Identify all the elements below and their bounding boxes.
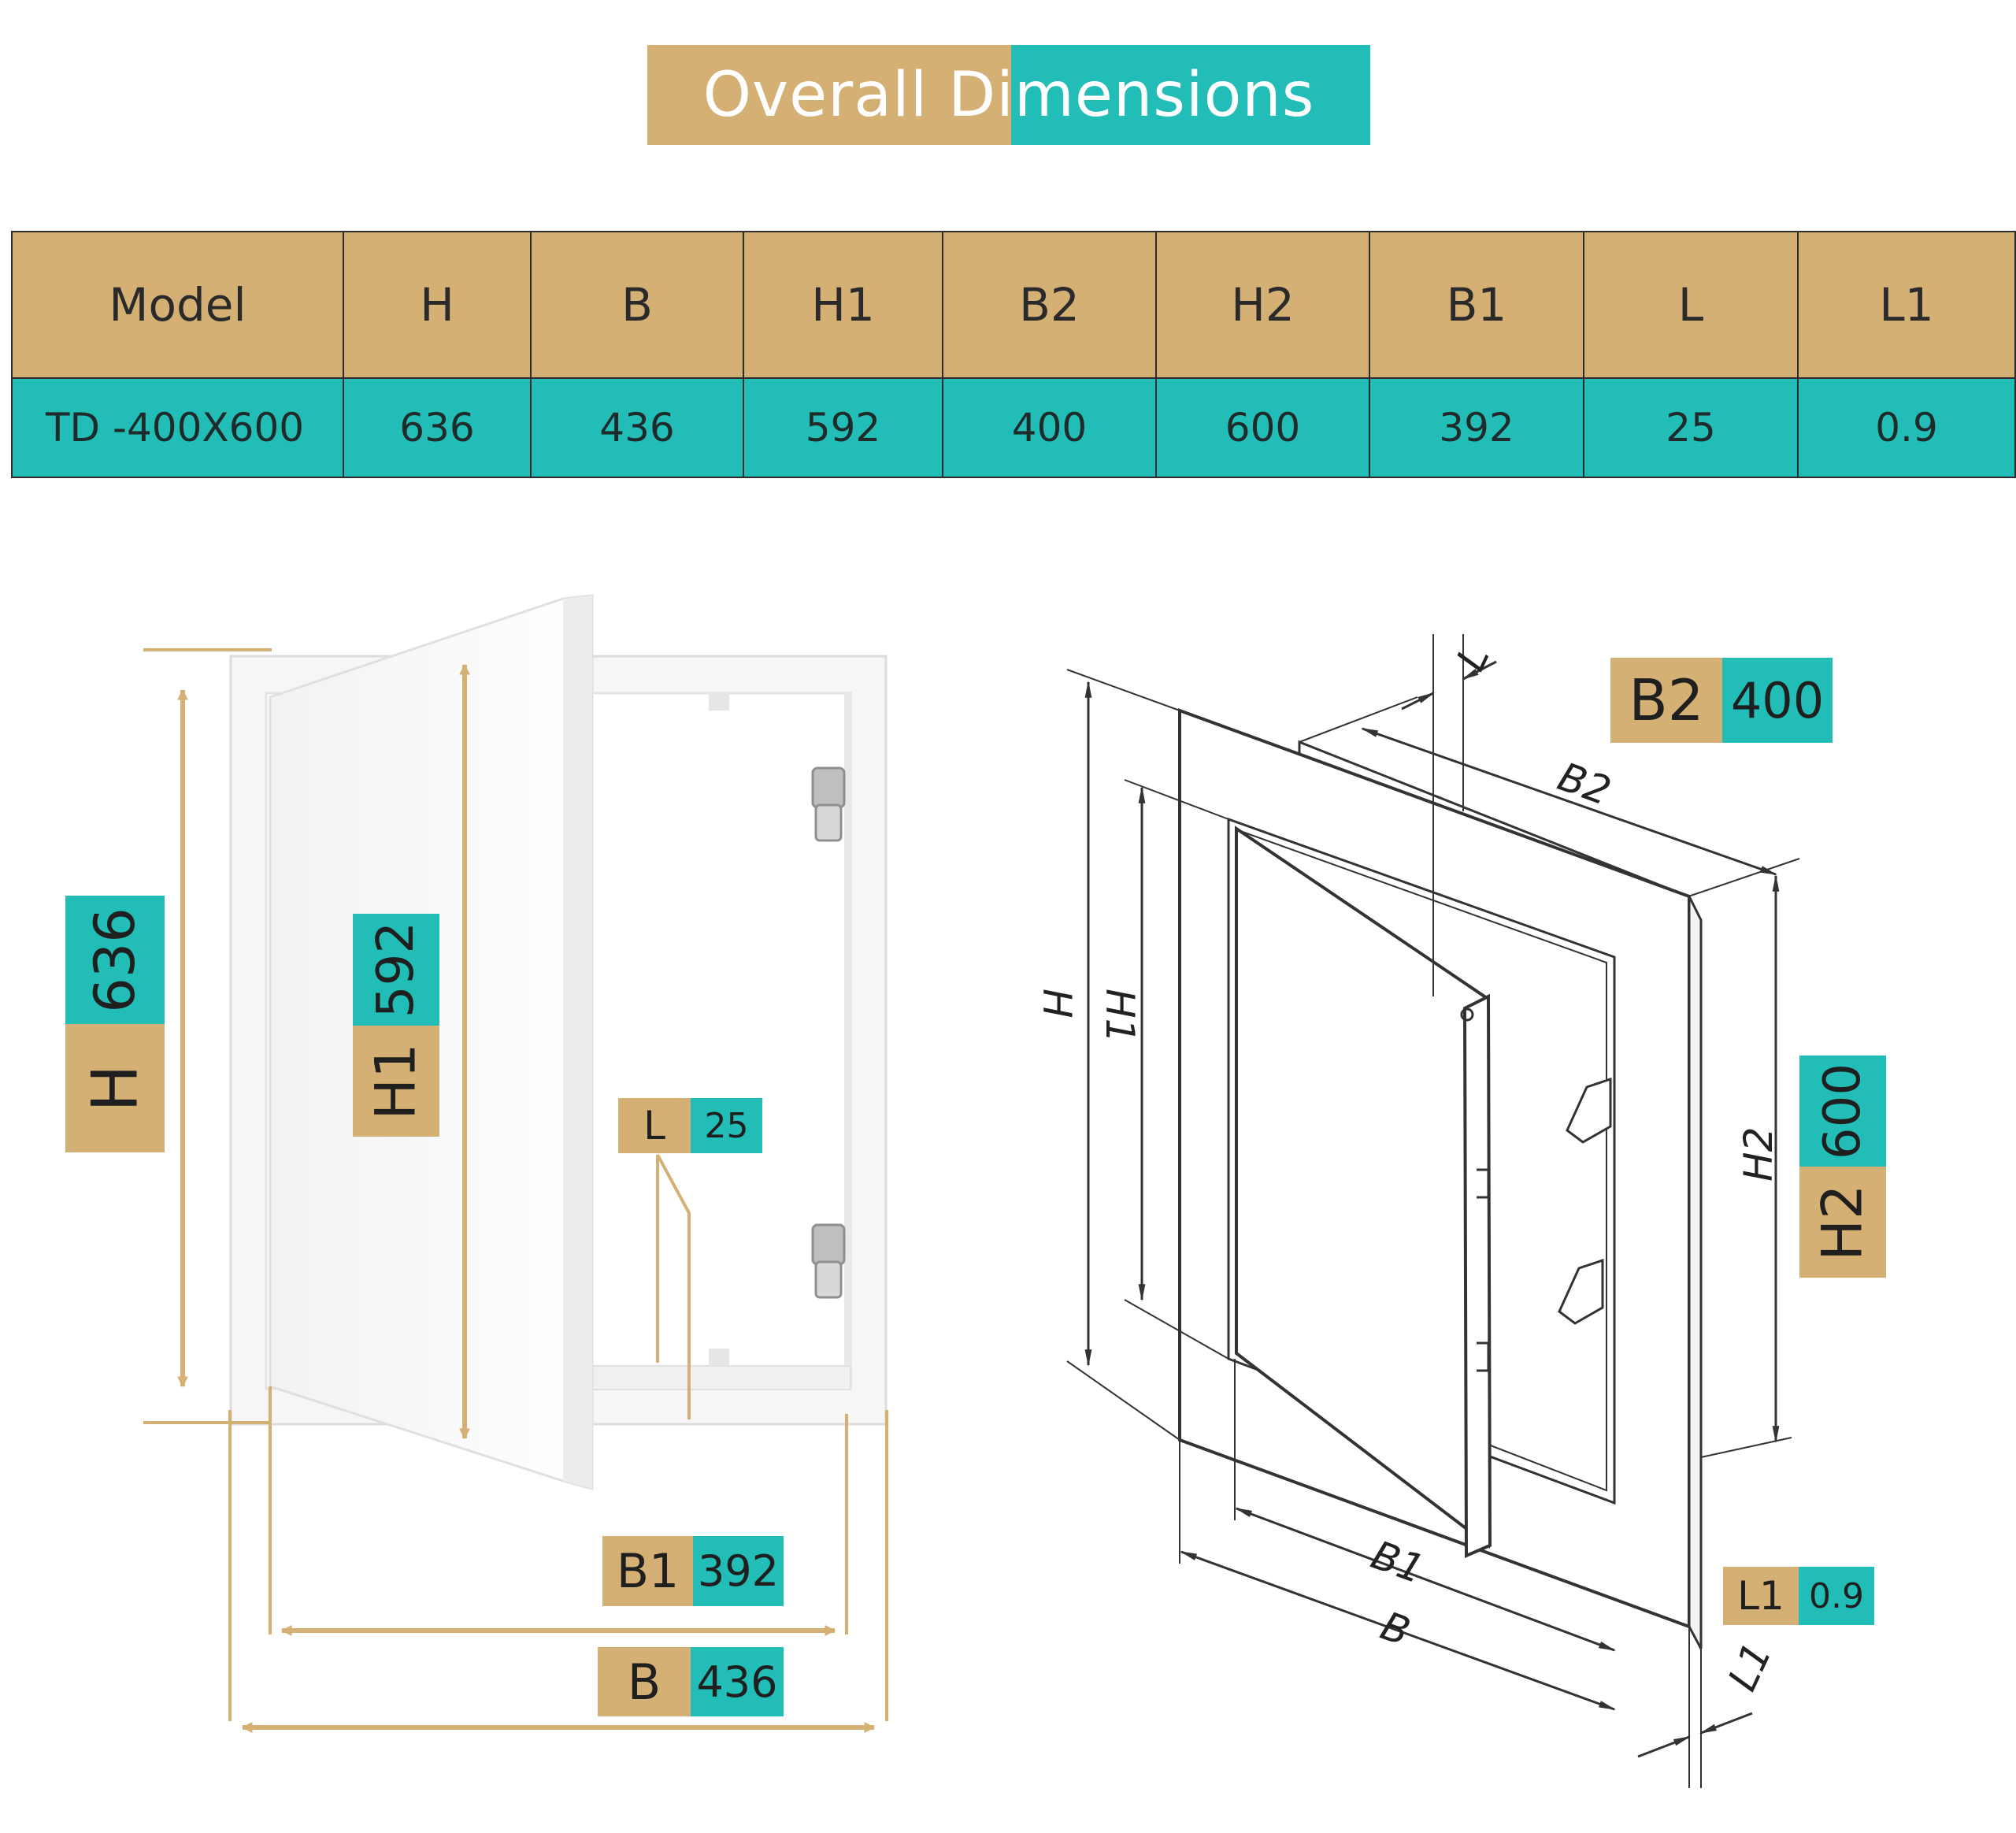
label-chip-l1: L1 0.9	[1723, 1567, 1874, 1625]
chip-value: 400	[1722, 658, 1833, 743]
line-label-h2: H2	[1736, 1127, 1781, 1182]
l-dimension-line	[1462, 660, 1497, 681]
label-chip-h1: 592 H1	[353, 914, 439, 1137]
b2-dimension-line	[1360, 727, 1778, 876]
chip-label: H1	[364, 1042, 428, 1120]
table-cell: 392	[1369, 377, 1584, 478]
label-chip-h2: 600 H2	[1799, 1056, 1886, 1278]
line-label-h1: H1	[1097, 989, 1143, 1043]
header-cell: B2	[942, 231, 1157, 379]
latch-icon	[811, 766, 846, 842]
door-notches	[1477, 1168, 1490, 1372]
header-cell: Model	[11, 231, 344, 379]
h2-extension-bottom	[1700, 1437, 1792, 1458]
door-edge	[1462, 993, 1492, 1559]
header-cell: H1	[743, 231, 943, 379]
label-chip-b1: B1 392	[602, 1536, 784, 1606]
chip-label: B	[598, 1647, 691, 1716]
chip-value: 0.9	[1799, 1567, 1874, 1625]
header-cell: H2	[1155, 231, 1370, 379]
header-cell: B	[530, 231, 744, 379]
hinge-tab-icon	[709, 693, 729, 1366]
line-label-b: B	[1375, 1603, 1416, 1655]
label-chip-b: B 436	[598, 1647, 784, 1716]
dimensions-table: Model H B H1 B2 H2 B1 L L1 TD -400X600 6…	[11, 231, 2016, 478]
table-cell: 600	[1155, 377, 1370, 478]
header-cell: L	[1583, 231, 1799, 379]
chip-label: B2	[1610, 658, 1722, 743]
latch-icon	[1558, 1077, 1612, 1325]
b2-extension-right	[1688, 858, 1800, 897]
line-label-b1: B1	[1366, 1532, 1430, 1593]
b-dimension-line	[1179, 1550, 1617, 1711]
chip-value: 600	[1814, 1063, 1872, 1160]
table-row: TD -400X600 636 436 592 400 600 392 25 0…	[11, 377, 2016, 478]
chip-label: B1	[602, 1536, 693, 1606]
right-technical-drawing	[1066, 634, 1800, 1788]
table-cell: 436	[530, 377, 744, 478]
chip-value: 592	[367, 921, 425, 1019]
table-cell: 592	[743, 377, 943, 478]
door-edge	[563, 596, 592, 1489]
line-label-l1: L1	[1719, 1635, 1781, 1698]
label-chip-b2: B2 400	[1610, 658, 1833, 743]
title-banner: Overall Dimensions	[647, 45, 1370, 145]
chip-value: 392	[693, 1536, 784, 1606]
b2-extension-left	[1299, 696, 1418, 743]
chip-value: 636	[83, 907, 148, 1013]
chip-label: L1	[1723, 1567, 1799, 1625]
chip-value: 25	[691, 1098, 762, 1153]
frame-lip	[844, 693, 852, 1389]
chip-label: H2	[1810, 1183, 1875, 1261]
door-pin	[1460, 1007, 1474, 1022]
label-chip-h: 636 H	[65, 896, 165, 1152]
l-dimension-line	[1401, 692, 1435, 711]
page-title: Overall Dimensions	[702, 59, 1315, 131]
table-cell: 636	[343, 377, 532, 478]
header-cell: L1	[1797, 231, 2016, 379]
l1-dimension-line	[1699, 1712, 1753, 1735]
frame-thickness	[1688, 896, 1703, 1649]
label-chip-l: L 25	[618, 1098, 762, 1153]
l-leader	[656, 1154, 691, 1419]
table-header-row: Model H B H1 B2 H2 B1 L L1	[11, 231, 2016, 379]
h-extension-top	[1066, 669, 1180, 711]
line-label-l: L	[1447, 638, 1498, 677]
h1-extension-bottom	[1124, 1299, 1229, 1360]
h-extension-bottom	[1066, 1360, 1180, 1441]
line-label-h: H	[1034, 989, 1080, 1019]
table-cell: TD -400X600	[11, 377, 344, 478]
frame-bottom-lip	[591, 1365, 851, 1390]
table-cell: 0.9	[1797, 377, 2016, 478]
table-cell: 25	[1583, 377, 1799, 478]
line-label-b2: B2	[1552, 754, 1617, 814]
header-cell: H	[343, 231, 532, 379]
chip-label: L	[618, 1098, 691, 1153]
header-cell: B1	[1369, 231, 1584, 379]
table-cell: 400	[942, 377, 1157, 478]
chip-value: 436	[691, 1647, 784, 1716]
l1-dimension-line	[1637, 1735, 1692, 1758]
chip-label: H	[78, 1064, 152, 1112]
latch-icon	[811, 1223, 846, 1299]
